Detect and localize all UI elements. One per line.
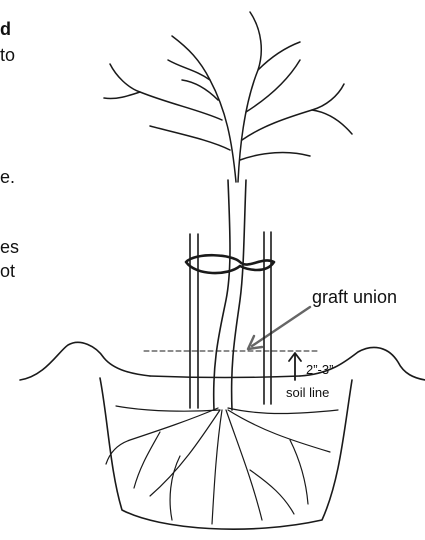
graft-union-label: graft union	[312, 287, 397, 308]
text-fragment: ot	[0, 260, 15, 282]
soil-line-label: soil line	[286, 385, 329, 400]
text-fragment: e.	[0, 166, 15, 188]
trunk	[214, 180, 246, 410]
branches	[104, 12, 352, 182]
text-fragment: d	[0, 18, 11, 40]
text-fragment: es	[0, 236, 19, 258]
soil-surface	[150, 376, 300, 378]
planting-depth-label: 2”-3”	[306, 362, 333, 377]
text-fragment: to	[0, 44, 15, 66]
roots	[106, 406, 338, 524]
planting-hole	[100, 378, 352, 529]
soil-mound-left	[20, 342, 150, 380]
graft-union-pointer	[248, 307, 310, 349]
